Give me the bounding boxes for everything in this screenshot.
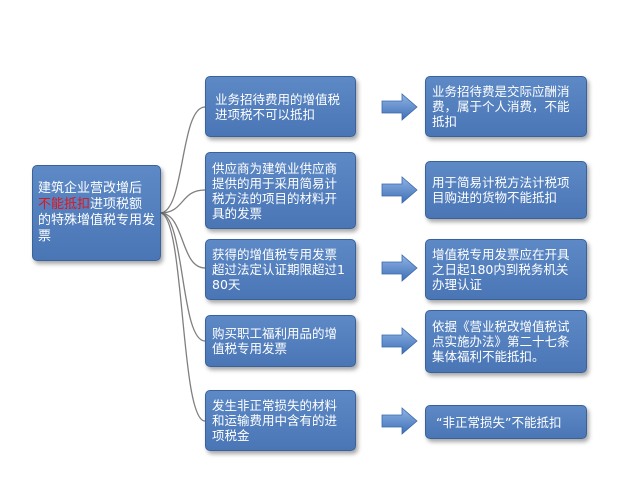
cause-box-3: 获得的增值税专用发票超过法定认证期限超过180天 bbox=[205, 239, 356, 300]
arrow-icon bbox=[381, 407, 418, 435]
cause-text: 获得的增值税专用发票超过法定认证期限超过180天 bbox=[212, 247, 345, 292]
root-highlight: 不能抵扣 bbox=[38, 197, 91, 212]
cause-text: 供应商为建筑业供应商提供的用于采用简易计税方法的项目的材料开具的发票 bbox=[212, 160, 338, 221]
connector-5 bbox=[159, 212, 206, 422]
connector-4 bbox=[159, 212, 206, 342]
result-box-1: 业务招待费是交际应酬消费，属于个人消费，不能抵扣 bbox=[425, 76, 587, 137]
root-text-after: 进项税额的特殊增值税专用发票 bbox=[38, 197, 156, 244]
arrow-icon bbox=[381, 176, 418, 204]
result-text: 用于简易计税方法计税项目购进的货物不能抵扣 bbox=[432, 175, 570, 205]
cause-box-5: 发生非正常损失的材料和运输费用中含有的进项税金 bbox=[205, 390, 356, 451]
root-box: 建筑企业营改增后不能抵扣进项税额的特殊增值税专用发票 bbox=[32, 165, 161, 261]
cause-text: 业务招待费用的增值税进项税不可以抵扣 bbox=[215, 91, 341, 122]
result-box-4: 依据《营业税改增值税试点实施办法》第二十七条集体福利不能抵扣。 bbox=[425, 310, 587, 373]
result-box-3: 增值税专用发票应在开具之日起180内到税务机关办理认证 bbox=[425, 239, 587, 300]
result-box-2: 用于简易计税方法计税项目购进的货物不能抵扣 bbox=[425, 161, 587, 219]
result-box-5: “非正常损失”不能抵扣 bbox=[425, 405, 587, 439]
connector-1 bbox=[159, 106, 206, 214]
connector-3 bbox=[159, 212, 206, 269]
cause-box-1: 业务招待费用的增值税进项税不可以抵扣 bbox=[205, 76, 356, 137]
result-text: “非正常损失”不能抵扣 bbox=[436, 414, 562, 430]
arrow-icon bbox=[381, 93, 418, 121]
result-text: 增值税专用发票应在开具之日起180内到税务机关办理认证 bbox=[432, 247, 570, 292]
arrow-icon bbox=[381, 254, 418, 282]
cause-box-2: 供应商为建筑业供应商提供的用于采用简易计税方法的项目的材料开具的发票 bbox=[205, 152, 356, 229]
cause-text: 购买职工福利用品的增值税专用发票 bbox=[212, 326, 338, 356]
cause-box-4: 购买职工福利用品的增值税专用发票 bbox=[205, 315, 356, 367]
root-text-before: 建筑企业营改增后 bbox=[38, 181, 143, 196]
arrow-icon bbox=[381, 327, 418, 355]
cause-text: 发生非正常损失的材料和运输费用中含有的进项税金 bbox=[212, 398, 338, 443]
connector-2 bbox=[159, 189, 206, 214]
result-text: 依据《营业税改增值税试点实施办法》第二十七条集体福利不能抵扣。 bbox=[432, 319, 570, 364]
result-text: 业务招待费是交际应酬消费，属于个人消费，不能抵扣 bbox=[432, 84, 570, 129]
